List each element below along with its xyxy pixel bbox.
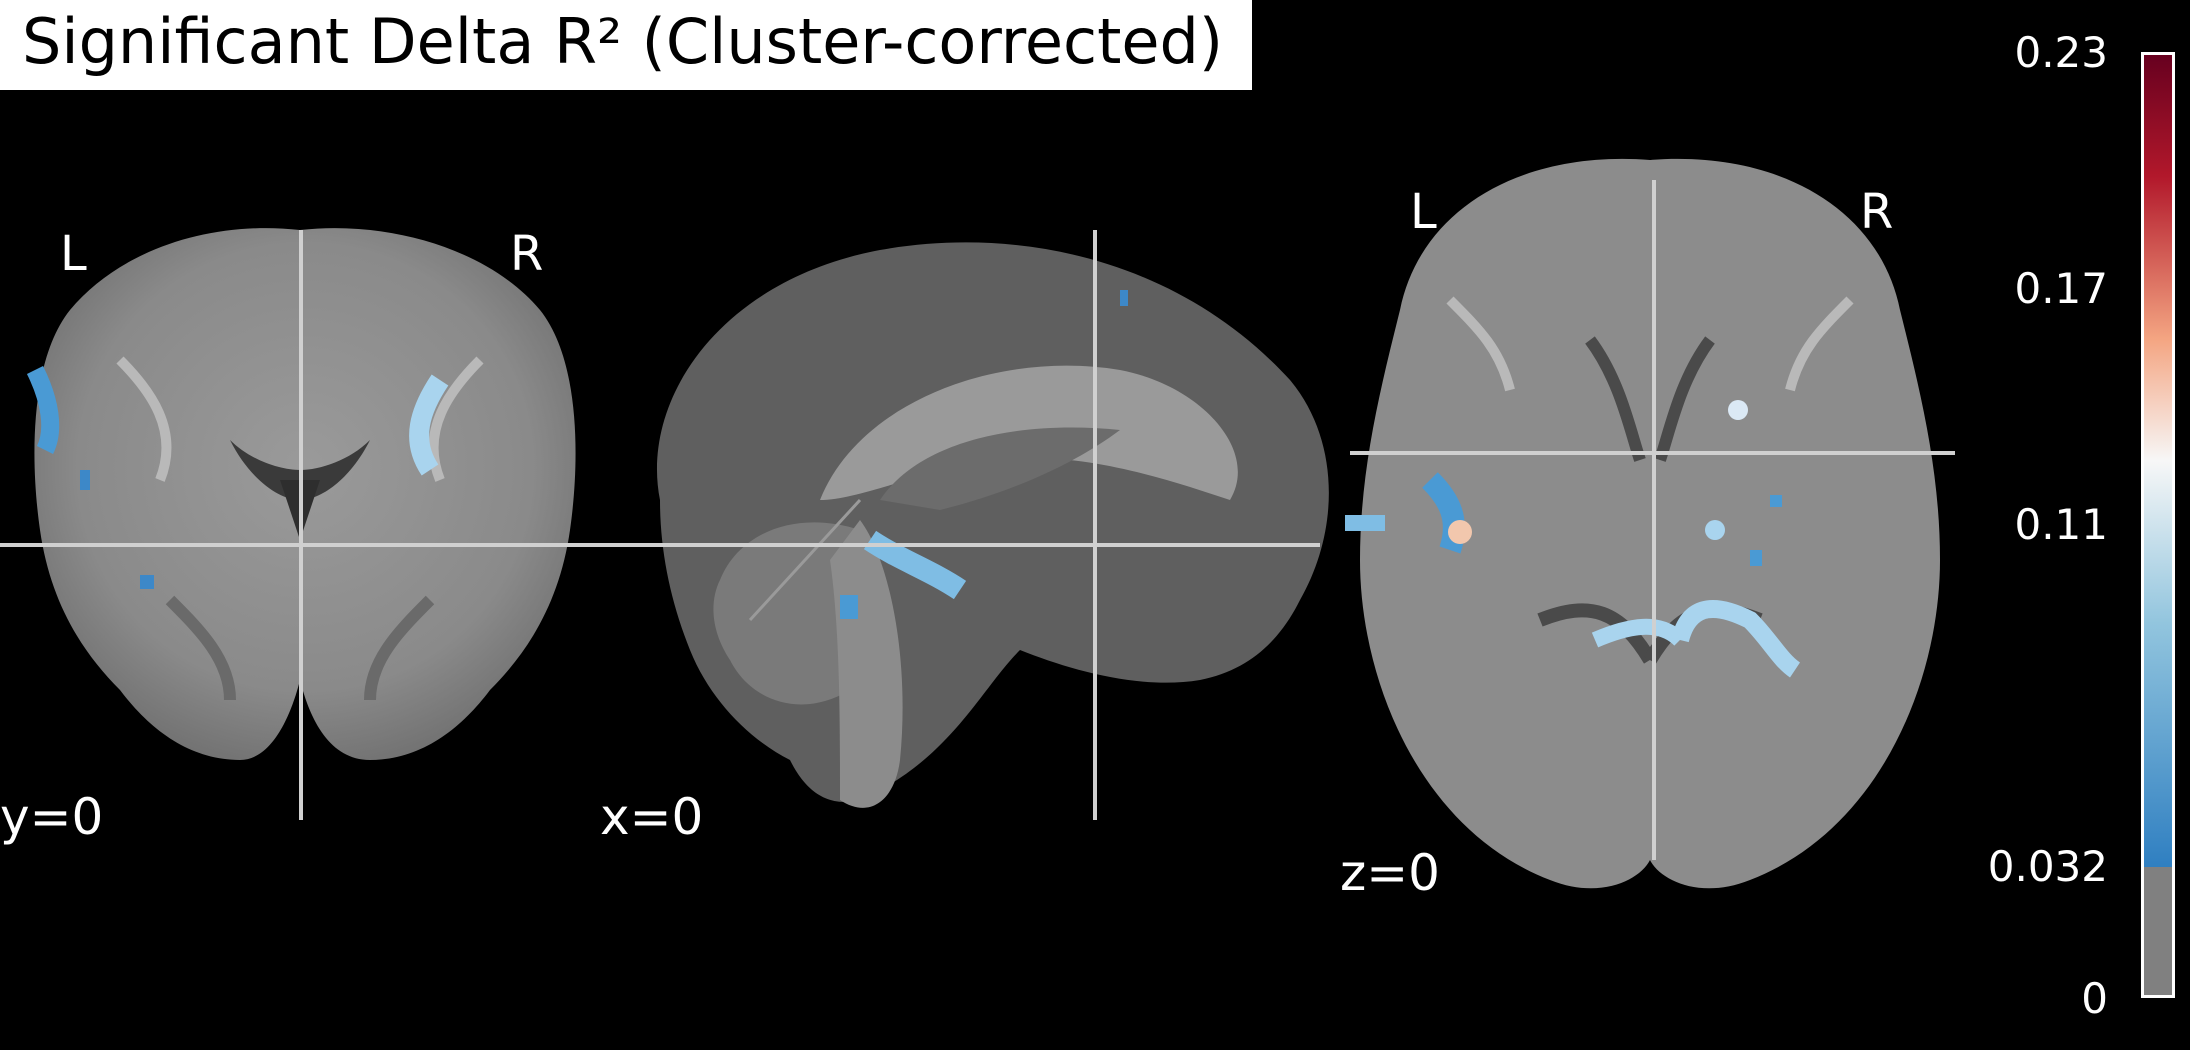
colorbar-gradient	[2144, 55, 2172, 995]
colorbar-tick-min: 0	[2081, 974, 2108, 1023]
colorbar-tick: 0.17	[2014, 264, 2108, 313]
axial-brain-slice	[1345, 158, 1955, 889]
colorbar-significant-range	[2144, 55, 2172, 867]
coronal-right-label: R	[510, 226, 544, 282]
coronal-brain-slice	[0, 228, 600, 820]
colorbar-tick: 0.11	[2014, 500, 2108, 549]
sagittal-slice-coordinate: x=0	[600, 788, 704, 846]
axial-view: L R z=0	[1340, 140, 1960, 940]
axial-slice-coordinate: z=0	[1340, 844, 1440, 902]
sagittal-view: x=0	[600, 200, 1340, 846]
sagittal-brain-slice	[600, 230, 1329, 820]
coronal-view: L R y=0	[0, 200, 600, 846]
coronal-slice-coordinate: y=0	[0, 788, 104, 846]
colorbar-tick-threshold: 0.032	[1987, 842, 2108, 891]
axial-right-label: R	[1860, 184, 1894, 240]
colorbar-below-threshold	[2144, 867, 2172, 995]
axial-left-label: L	[1410, 184, 1437, 240]
colorbar	[2141, 52, 2175, 998]
colorbar-tick-max: 0.23	[2014, 28, 2108, 77]
figure-title: Significant Delta R² (Cluster-corrected)	[0, 0, 1252, 90]
coronal-left-label: L	[60, 226, 87, 282]
